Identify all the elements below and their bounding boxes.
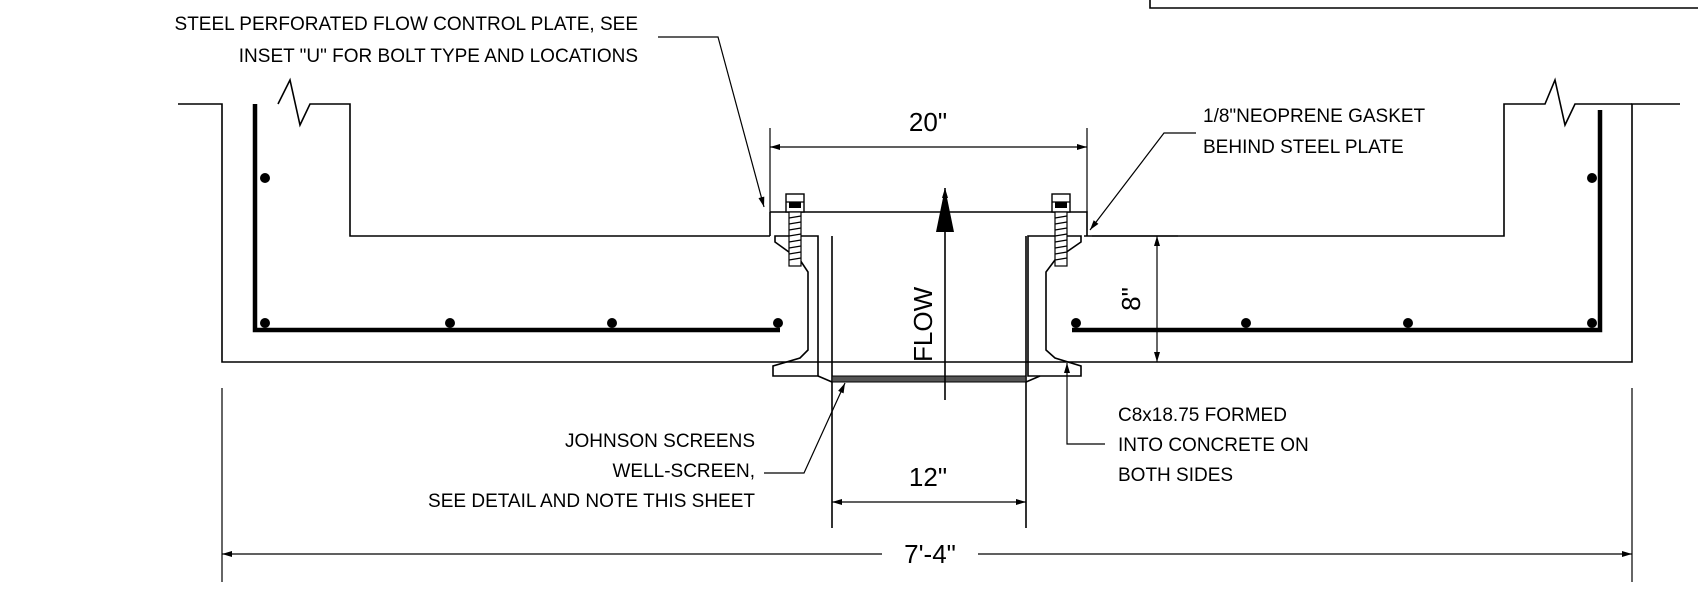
rebar-dot [260, 173, 270, 183]
rebar-dot [1403, 318, 1413, 328]
title-block-frame [1149, 0, 1698, 9]
well-screen [831, 375, 1027, 383]
rebar-dot [445, 318, 455, 328]
label-gasket-line2: BEHIND STEEL PLATE [1203, 137, 1404, 158]
label-channel-line3: BOTH SIDES [1118, 465, 1233, 486]
rebar-dot [1241, 318, 1251, 328]
flow-label: FLOW [908, 286, 938, 362]
leader-channel [1064, 363, 1105, 445]
label-screen-line2: WELL-SCREEN, [612, 461, 755, 482]
bolt-left [785, 193, 805, 267]
rebar-dot [607, 318, 617, 328]
leader-screen [764, 382, 846, 474]
screen-frame-left [817, 375, 833, 383]
dim-overall-text: 7'-4" [904, 539, 956, 569]
dim-plate-width-text: 20" [909, 107, 947, 137]
rebar-dot [260, 318, 270, 328]
rebar-left [252, 104, 780, 333]
screen-frame-right [1025, 375, 1041, 383]
rebar-right [1072, 110, 1603, 333]
label-screen-line3: SEE DETAIL AND NOTE THIS SHEET [428, 491, 755, 512]
leader-gasket [1089, 132, 1196, 231]
rebar-dot [773, 318, 783, 328]
rebar-dot [1071, 318, 1081, 328]
concrete-inner-left [277, 77, 770, 237]
concrete-section-outline [178, 103, 1680, 363]
dim-depth-text: 8" [1116, 287, 1146, 311]
concrete-inner-right [1084, 77, 1632, 237]
leader-plate [658, 36, 765, 208]
flow-arrowhead [936, 188, 954, 232]
rebar-dots [260, 173, 1597, 328]
label-channel-line2: INTO CONCRETE ON [1118, 435, 1309, 456]
label-gasket-line1: 1/8"NEOPRENE GASKET [1203, 106, 1426, 127]
label-plate-line2: INSET "U" FOR BOLT TYPE AND LOCATIONS [239, 46, 638, 67]
dim-opening-width-text: 12" [909, 462, 947, 492]
rebar-dot [1587, 173, 1597, 183]
rebar-dot [1587, 318, 1597, 328]
steel-flow-control-plate [770, 211, 1088, 236]
label-channel-line1: C8x18.75 FORMED [1118, 405, 1287, 426]
bolt-right [1051, 193, 1071, 267]
label-screen-line1: JOHNSON SCREENS [565, 431, 755, 452]
label-plate-line1: STEEL PERFORATED FLOW CONTROL PLATE, SEE [175, 14, 638, 35]
